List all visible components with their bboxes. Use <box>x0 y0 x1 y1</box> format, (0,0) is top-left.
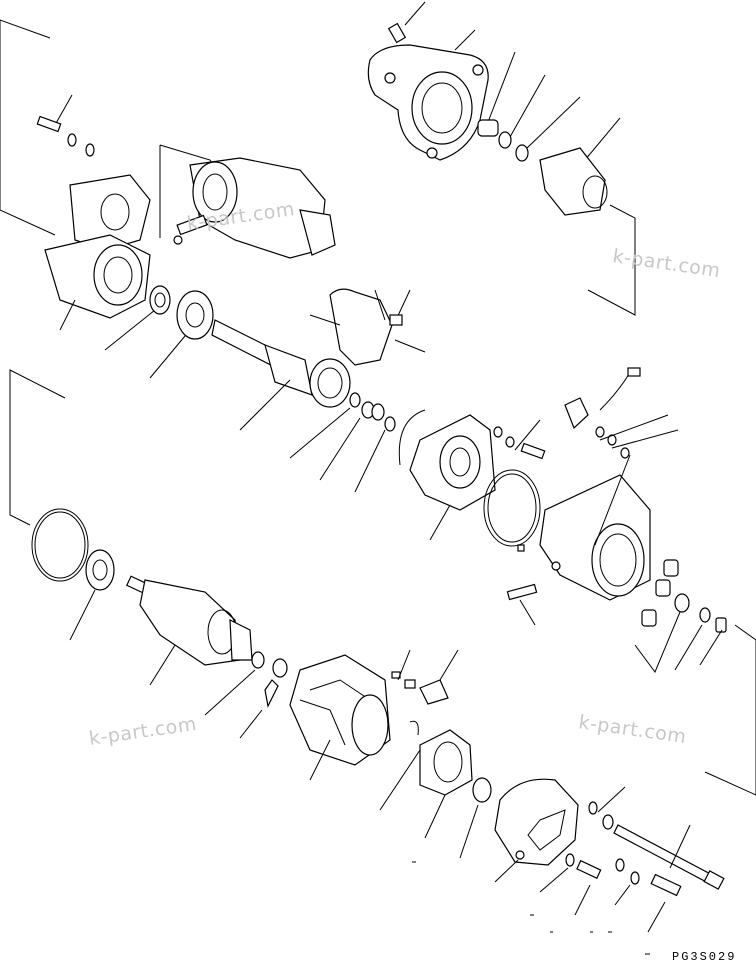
housing-bolt <box>36 94 95 157</box>
lever-housing <box>44 174 151 331</box>
o-ring-center <box>483 469 541 547</box>
bracket-lines-left <box>9 369 66 526</box>
brush-assembly <box>309 288 426 366</box>
tail-bolt <box>647 873 682 933</box>
brush-springs <box>391 649 459 736</box>
cover-screw <box>574 859 602 916</box>
pinion-shaft <box>211 319 351 431</box>
field-coil <box>289 654 391 781</box>
ball-bearing-rear <box>69 549 115 641</box>
drive-housing <box>367 1 489 161</box>
brush-lead <box>564 367 679 459</box>
center-housing <box>398 409 496 541</box>
housing-screw <box>493 419 546 460</box>
terminal-parts <box>634 559 756 796</box>
drawing-code: PG3S029 <box>672 950 736 964</box>
pinion-clutch <box>539 117 636 316</box>
rear-washers <box>539 786 640 906</box>
yoke-screw <box>506 583 538 626</box>
rear-bushing <box>459 777 492 859</box>
ball-bearing-front <box>104 285 214 379</box>
bracket-lines-top-left <box>0 19 56 236</box>
brush-holder-plate <box>379 729 473 839</box>
thrust-washer <box>498 74 581 162</box>
bottom-marks <box>412 861 650 955</box>
magnetic-switch <box>159 144 336 259</box>
small-washers <box>289 392 396 493</box>
watermark-4: k-part.com <box>577 711 687 748</box>
bushing <box>477 51 516 137</box>
armature-washers <box>204 651 288 739</box>
watermark-3: k-part.com <box>88 713 198 750</box>
o-ring-left <box>31 508 89 582</box>
rear-cover <box>494 778 579 883</box>
watermark-2: k-part.com <box>611 245 721 282</box>
through-bolt <box>613 824 725 890</box>
yoke <box>517 454 651 601</box>
armature <box>126 575 253 686</box>
